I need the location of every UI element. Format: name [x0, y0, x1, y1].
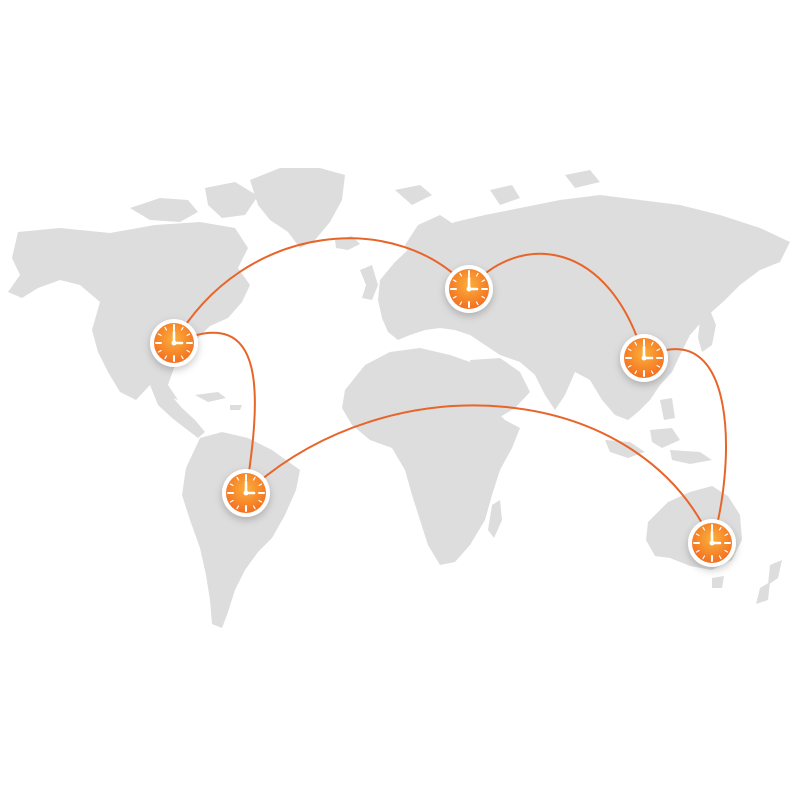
clock-hub	[641, 355, 647, 361]
clock-tick	[656, 348, 661, 352]
route-lines	[173, 237, 727, 544]
clock-tick	[236, 476, 240, 481]
route-south-america-australia	[245, 404, 713, 544]
route-north-america-south-america	[173, 331, 256, 494]
clock-tick	[481, 279, 486, 283]
clock-tick	[180, 326, 184, 331]
route-north-america-europe	[173, 237, 470, 344]
clock-hub	[466, 286, 472, 292]
clock-south-america	[222, 469, 270, 517]
clock-tick	[459, 301, 463, 306]
landmass-caribbean	[195, 392, 242, 410]
clock-tick	[481, 295, 486, 299]
clock-tick	[695, 549, 700, 553]
clock-hub	[709, 540, 715, 546]
clock-hub	[243, 490, 249, 496]
clock-east-asia	[620, 334, 668, 382]
clock-tick	[627, 364, 632, 368]
landmass-iceland	[335, 236, 360, 250]
landmass-uk	[360, 265, 378, 300]
clock-tick	[157, 333, 162, 337]
landmass-eurasia	[378, 195, 790, 420]
clock-tick	[452, 295, 457, 299]
clock-north-america	[150, 319, 198, 367]
clock-tick	[164, 355, 168, 360]
clock-tick	[724, 533, 729, 537]
landmass-tasmania	[712, 576, 724, 588]
landmass-south-america	[182, 432, 300, 628]
clock-tick	[475, 301, 479, 306]
landmass-arctic-islands	[395, 170, 600, 205]
clock-tick	[186, 333, 191, 337]
clock-europe	[445, 265, 493, 313]
clock-tick	[656, 364, 661, 368]
clock-tick	[475, 272, 479, 277]
clock-australia	[688, 519, 736, 567]
continents	[8, 168, 790, 628]
route-east-asia-australia	[643, 348, 727, 544]
landmass-baffin	[205, 182, 258, 218]
clock-tick	[252, 505, 256, 510]
landmass-greenland	[250, 168, 345, 248]
clock-hub	[171, 340, 177, 346]
clock-tick	[180, 355, 184, 360]
clock-tick	[634, 341, 638, 346]
clock-tick	[702, 526, 706, 531]
clock-tick	[252, 476, 256, 481]
clock-tick	[724, 549, 729, 553]
clock-tick	[258, 499, 263, 503]
clock-tick	[718, 555, 722, 560]
landmass-madagascar	[488, 500, 502, 538]
clock-tick	[229, 499, 234, 503]
clock-tick	[236, 505, 240, 510]
clock-tick	[634, 370, 638, 375]
clock-tick	[258, 483, 263, 487]
landmass-central-america	[150, 385, 205, 438]
landmass-japan	[698, 310, 716, 352]
clock-tick	[186, 349, 191, 353]
clock-tick	[702, 555, 706, 560]
landmass-north-america	[8, 222, 250, 400]
clock-tick	[164, 326, 168, 331]
clock-tick	[229, 483, 234, 487]
clock-markers	[150, 265, 736, 567]
clock-tick	[157, 349, 162, 353]
landmass-new-zealand	[756, 560, 782, 604]
clock-tick	[650, 370, 654, 375]
route-europe-east-asia	[468, 252, 645, 359]
clock-tick	[627, 348, 632, 352]
clock-tick	[695, 533, 700, 537]
clock-tick	[459, 272, 463, 277]
landmass-arctic-canada	[130, 198, 198, 222]
landmass-africa	[342, 348, 520, 565]
clock-tick	[650, 341, 654, 346]
clock-tick	[718, 526, 722, 531]
landmass-southeast-asia-islands	[605, 398, 712, 464]
clock-tick	[452, 279, 457, 283]
